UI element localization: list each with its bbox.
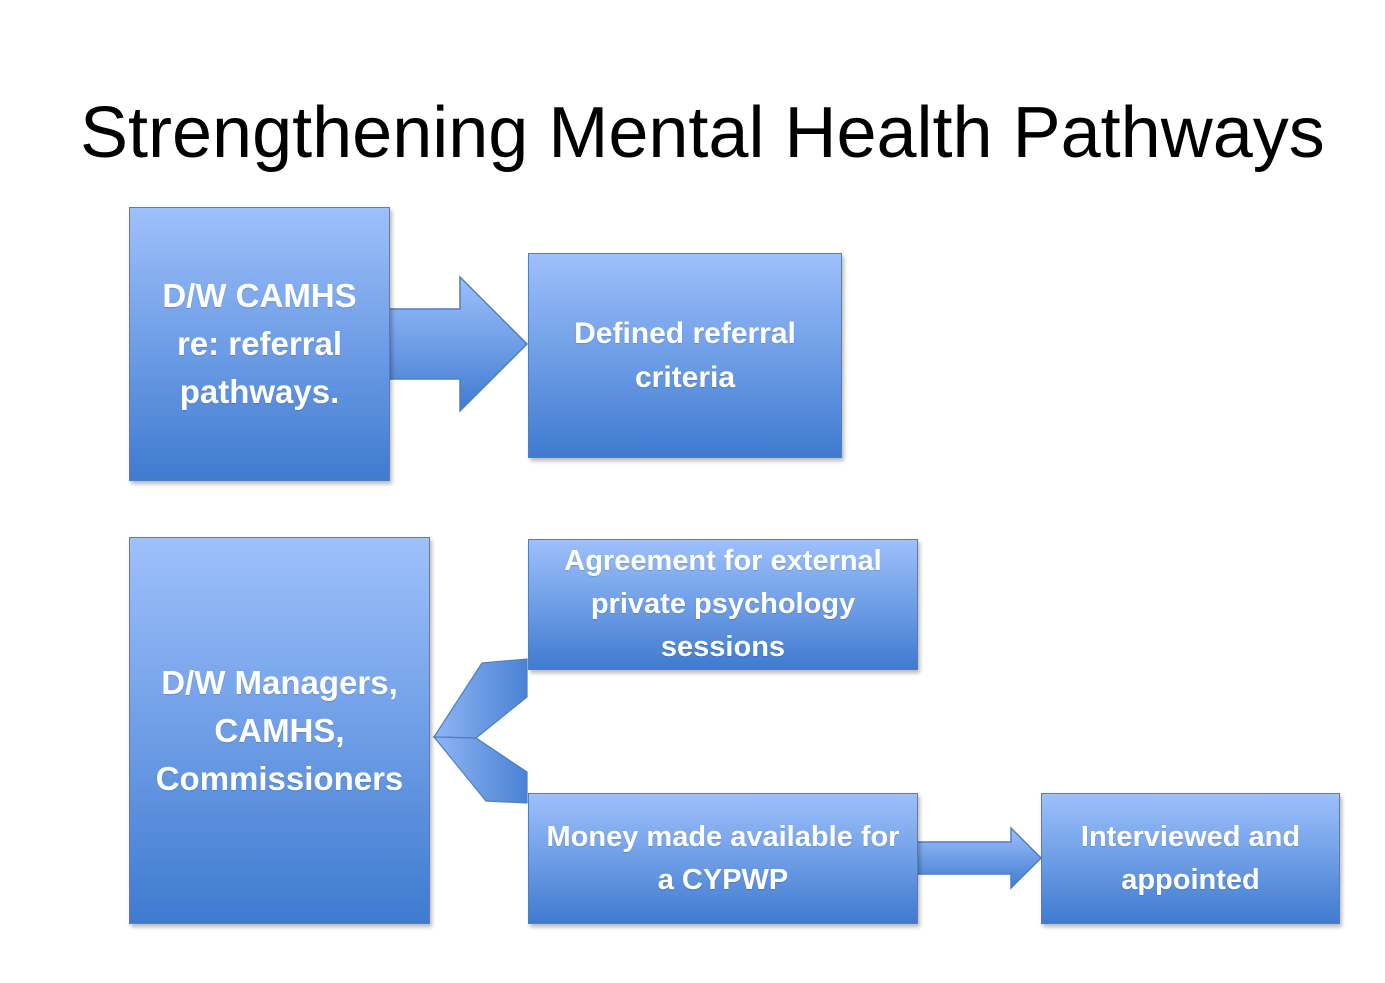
node-dw-managers-label: D/W Managers, CAMHS, Commissioners xyxy=(155,663,404,797)
node-dw-managers: D/W Managers, CAMHS, Commissioners xyxy=(129,537,430,924)
node-defined-referral-criteria-label: Defined referral criteria xyxy=(574,316,796,394)
arrow-split-down xyxy=(432,736,528,804)
page-title: Strengthening Mental Health Pathways xyxy=(80,93,1325,173)
node-agreement-psychology-label: Agreement for external private psycholog… xyxy=(564,545,882,663)
arrow-camhs-to-criteria xyxy=(387,275,529,413)
node-agreement-psychology: Agreement for external private psycholog… xyxy=(528,539,918,670)
node-dw-camhs: D/W CAMHS re: referral pathways. xyxy=(129,207,390,481)
arrow-split-up xyxy=(432,658,528,739)
node-money-cypwp: Money made available for a CYPWP xyxy=(528,793,918,924)
arrow-money-to-interviewed xyxy=(916,826,1043,890)
node-interviewed-appointed: Interviewed and appointed xyxy=(1041,793,1340,924)
node-dw-camhs-label: D/W CAMHS re: referral pathways. xyxy=(162,277,357,410)
node-interviewed-appointed-label: Interviewed and appointed xyxy=(1080,820,1301,896)
node-defined-referral-criteria: Defined referral criteria xyxy=(528,253,842,458)
node-money-cypwp-label: Money made available for a CYPWP xyxy=(546,820,900,896)
